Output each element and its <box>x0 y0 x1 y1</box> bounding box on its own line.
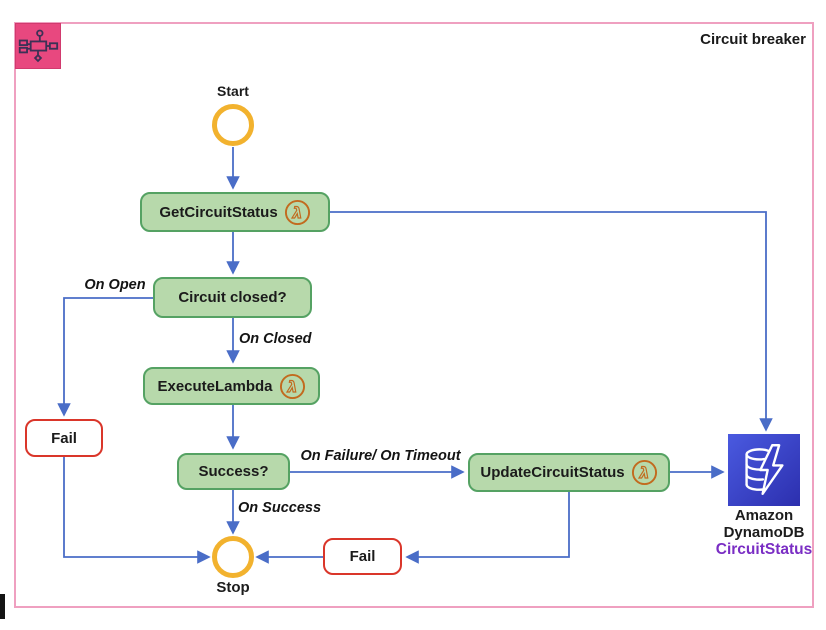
edge-label-on-closed: On Closed <box>239 331 312 347</box>
step-functions-glyph <box>18 29 59 63</box>
node-fail-open: Fail <box>25 419 103 457</box>
lambda-icon: λ <box>631 459 658 486</box>
node-getcircuitstatus: GetCircuitStatus λ <box>140 192 330 232</box>
node-updatecircuitstatus: UpdateCircuitStatus λ <box>468 453 670 492</box>
node-success: Success? <box>177 453 290 490</box>
stop-label: Stop <box>216 579 250 596</box>
dynamodb-table-name: CircuitStatus <box>715 541 813 558</box>
node-fail-open-label: Fail <box>51 429 77 447</box>
start-label: Start <box>217 83 249 99</box>
svg-text:λ: λ <box>286 377 297 395</box>
node-getcircuitstatus-label: GetCircuitStatus <box>159 203 278 221</box>
step-functions-icon <box>15 23 61 69</box>
screenshot-edge-artifact <box>0 594 5 619</box>
dynamodb-icon <box>728 434 800 506</box>
dynamodb-caption: Amazon DynamoDB CircuitStatus <box>713 507 815 558</box>
node-fail-error: Fail <box>323 538 402 575</box>
edge-label-on-failure-timeout: On Failure/ On Timeout <box>300 448 461 464</box>
dynamodb-label-line2: DynamoDB <box>723 524 805 541</box>
svg-text:λ: λ <box>638 464 649 482</box>
start-circle <box>212 104 254 146</box>
lambda-icon: λ <box>284 199 311 226</box>
diagram-title: Circuit breaker <box>700 31 806 48</box>
edge-label-on-success: On Success <box>238 500 322 516</box>
node-fail-error-label: Fail <box>349 548 376 565</box>
node-executelambda-label: ExecuteLambda <box>157 377 273 395</box>
dynamodb-label-line1: Amazon <box>734 507 794 524</box>
stop-circle <box>212 536 254 578</box>
node-executelambda: ExecuteLambda λ <box>143 367 320 405</box>
node-circuitclosed-label: Circuit closed? <box>178 289 287 306</box>
node-updatecircuitstatus-label: UpdateCircuitStatus <box>480 464 625 481</box>
edge-label-on-open: On Open <box>84 277 146 293</box>
node-circuitclosed: Circuit closed? <box>153 277 312 318</box>
svg-text:λ: λ <box>291 203 302 221</box>
lambda-icon: λ <box>279 373 306 400</box>
node-success-label: Success? <box>198 463 269 480</box>
workflow-frame <box>14 22 814 608</box>
dynamodb-glyph <box>745 444 784 496</box>
